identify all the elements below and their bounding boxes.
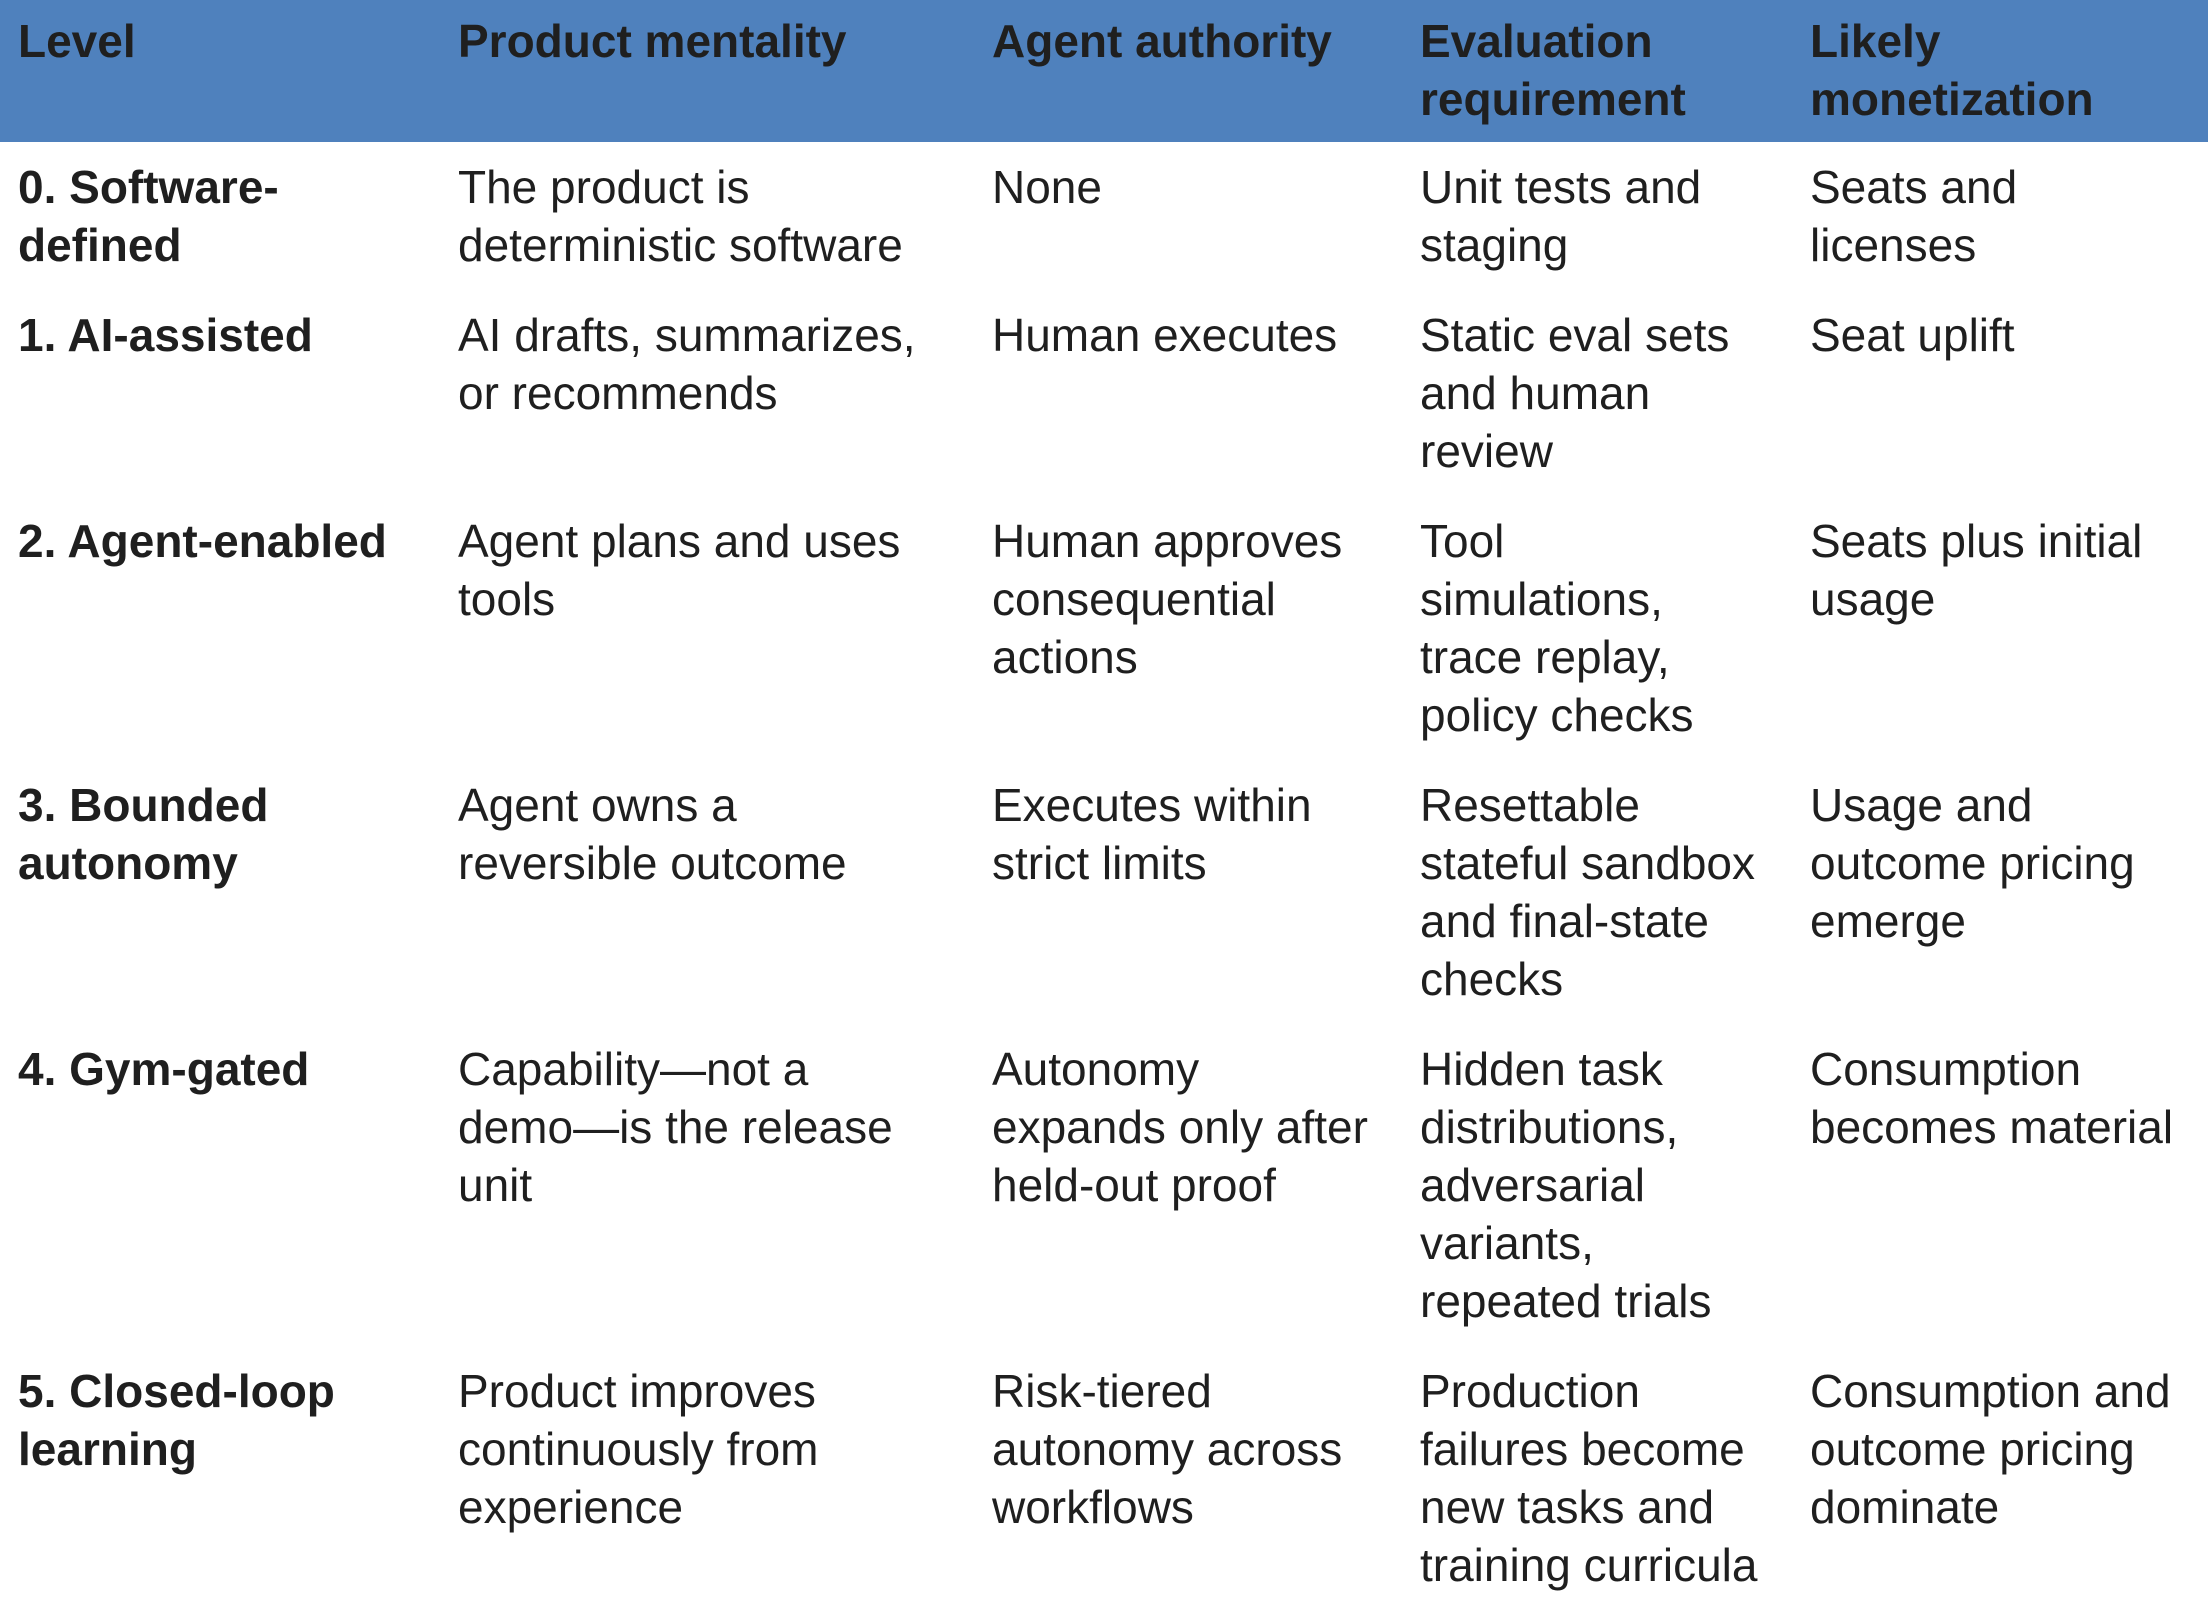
cell-evaluation-requirement: Unit tests and staging [1420,161,1702,271]
cell-evaluation-requirement: Static eval sets and human review [1420,309,1730,477]
table-header: Level Product mentality Agent authority … [0,0,2208,142]
cell-likely-monetization: Seat uplift [1810,309,2015,361]
table-row: 4. Gym-gated Capability—not a demo—is th… [0,1024,2208,1346]
cell-likely-monetization: Consumption and outcome pricing dominate [1810,1365,2171,1533]
header-agent-authority: Agent authority [974,0,1402,142]
cell-product-mentality: AI drafts, summarizes, or recommends [458,309,916,419]
cell-product-mentality: Agent owns a reversible outcome [458,779,847,889]
cell-product-mentality: Agent plans and uses tools [458,515,901,625]
cell-agent-authority: Human approves consequential actions [992,515,1343,683]
cell-product-mentality: Capability—not a demo—is the release uni… [458,1043,893,1211]
cell-evaluation-requirement: Tool simulations, trace replay, policy c… [1420,515,1694,741]
cell-agent-authority: Autonomy expands only after held-out pro… [992,1043,1368,1211]
cell-evaluation-requirement: Resettable stateful sandbox and final-st… [1420,779,1756,1005]
cell-evaluation-requirement: Hidden task distributions, adversarial v… [1420,1043,1712,1327]
table-row: 3. Bounded autonomy Agent owns a reversi… [0,760,2208,1024]
cell-level: 4. Gym-gated [18,1043,310,1095]
cell-likely-monetization: Seats plus initial usage [1810,515,2143,625]
cell-product-mentality: The product is deterministic software [458,161,903,271]
cell-level: 1. AI-assisted [18,309,313,361]
cell-level: 5. Closed-loop learning [18,1365,335,1475]
cell-level: 0. Software- defined [18,161,279,271]
cell-likely-monetization: Seats and licenses [1810,161,2018,271]
cell-level: 3. Bounded autonomy [18,779,269,889]
table-row: 2. Agent-enabled Agent plans and uses to… [0,496,2208,760]
cell-agent-authority: Executes within strict limits [992,779,1312,889]
header-product-mentality: Product mentality [440,0,974,142]
header-level: Level [0,0,440,142]
cell-product-mentality: Product improves continuously from exper… [458,1365,819,1533]
cell-level: 2. Agent-enabled [18,515,387,567]
cell-likely-monetization: Consumption becomes material [1810,1043,2174,1153]
table-body: 0. Software- defined The product is dete… [0,142,2208,1610]
cell-agent-authority: None [992,161,1102,213]
cell-agent-authority: Risk-tiered autonomy across workflows [992,1365,1343,1533]
cell-likely-monetization: Usage and outcome pricing emerge [1810,779,2135,947]
cell-evaluation-requirement: Production failures become new tasks and… [1420,1365,1758,1591]
table-row: 5. Closed-loop learning Product improves… [0,1346,2208,1610]
table-row: 0. Software- defined The product is dete… [0,142,2208,290]
header-evaluation-requirement: Evaluation requirement [1402,0,1792,142]
cell-agent-authority: Human executes [992,309,1338,361]
header-likely-monetization: Likely monetization [1792,0,2208,142]
table-row: 1. AI-assisted AI drafts, summarizes, or… [0,290,2208,496]
header-row: Level Product mentality Agent authority … [0,0,2208,142]
